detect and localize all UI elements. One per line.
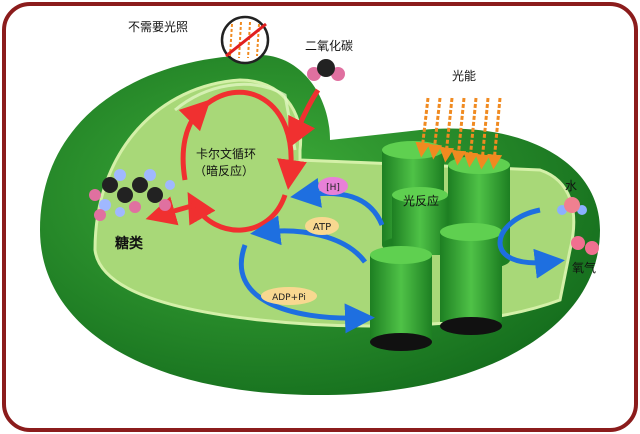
atp-label: ATP: [313, 222, 331, 233]
dark-reaction-label: （暗反应）: [194, 163, 254, 178]
calvin-cycle-arrows: [145, 88, 321, 233]
transport-arrows: [238, 178, 565, 334]
granum: [392, 187, 448, 255]
co2-molecule-icon: [307, 59, 345, 81]
granum: [370, 246, 432, 351]
calvin-cycle-label: 卡尔文循环: [196, 146, 256, 161]
sugar-molecule-icon: [89, 169, 175, 221]
water-label: 水: [565, 179, 577, 193]
atp-badge: [305, 217, 339, 235]
water-molecule-icon: [557, 197, 587, 215]
light-arrows: [415, 97, 503, 170]
no-light-label: 不需要光照: [128, 20, 188, 34]
adp-label: ADP+Pi: [272, 293, 306, 303]
no-light-icon: [220, 15, 270, 65]
nadph-label: [H]: [326, 183, 340, 193]
oxygen-molecule-icon: [571, 236, 599, 255]
co2-label: 二氧化碳: [305, 39, 353, 53]
grana-stacks: [370, 141, 510, 351]
light-energy-label: 光能: [452, 69, 476, 83]
granum: [440, 223, 502, 335]
adp-badge: [261, 287, 317, 305]
nadph-badge: [318, 177, 348, 195]
sugar-label: 糖类: [115, 235, 144, 252]
oxygen-label: 氧气: [572, 260, 596, 275]
light-reaction-label: 光反应: [403, 193, 439, 208]
